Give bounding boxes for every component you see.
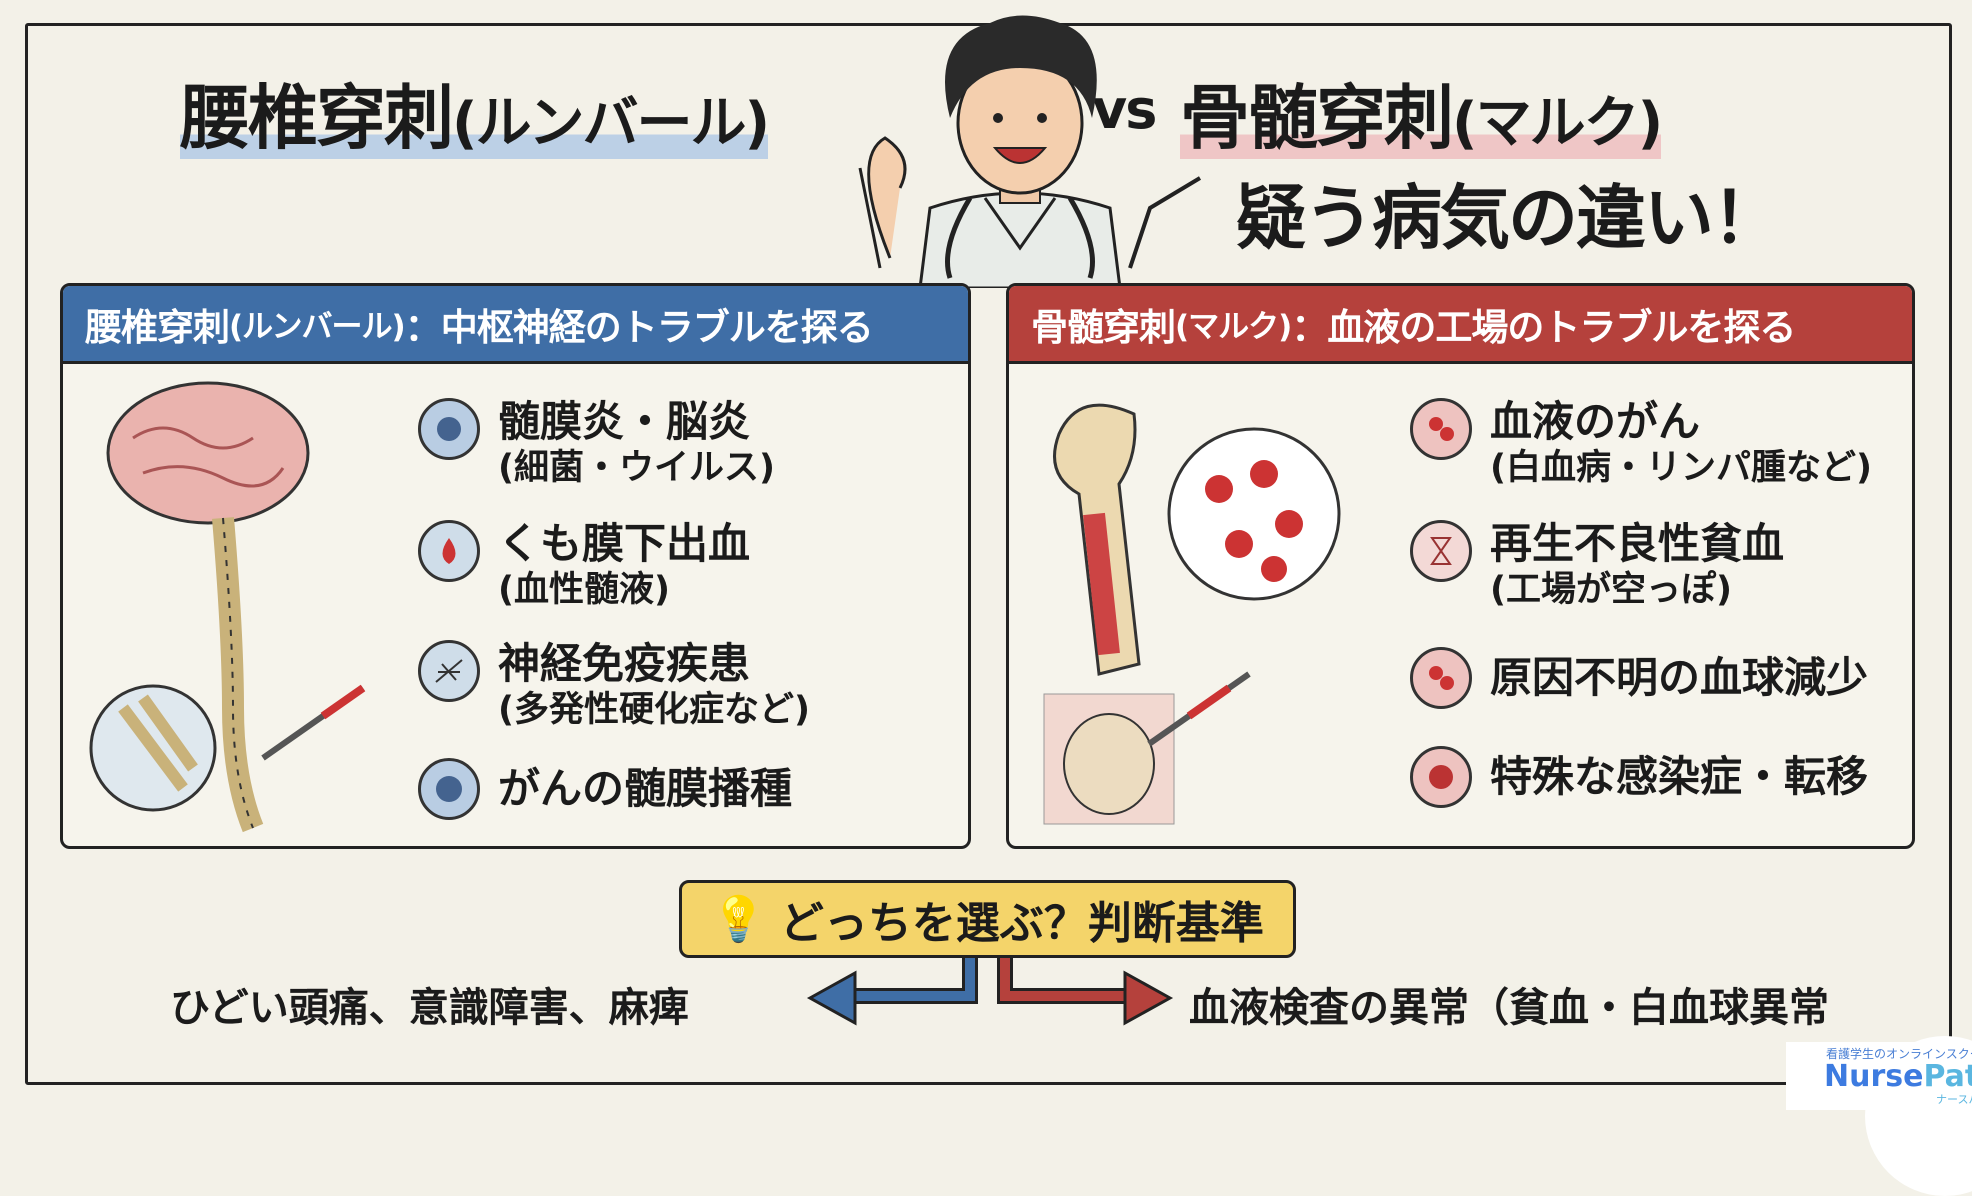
- marrow-criteria-text: 血液検査の異常（貧血・白血球異常: [1189, 985, 1829, 1031]
- lumbar-criteria-text: ひどい頭痛、意識障害、麻痺: [170, 985, 689, 1031]
- lumbar-header-rest: ：中枢神経のトラブルを探る: [404, 305, 874, 349]
- marrow-header-paren: (マルク): [1175, 309, 1292, 345]
- lumbar-header-main: 腰椎穿刺: [85, 305, 230, 349]
- cancer-cell-icon: [418, 758, 480, 820]
- title-vs: vs: [1092, 78, 1157, 141]
- marrow-header-rest: ：血液の工場のトラブルを探る: [1291, 305, 1796, 349]
- title-subtitle: 疑う病気の違い！: [1236, 177, 1782, 259]
- item-main: 神経免疫疾患: [498, 639, 751, 688]
- item-sub: (血性髄液): [498, 570, 670, 610]
- direction-arrows: [806, 958, 1174, 1026]
- blood-cells-icon: [1410, 398, 1472, 460]
- bone-marrow-illustration: [1043, 403, 1341, 825]
- logo-name-b: Path: [1923, 1059, 1972, 1094]
- title-lumbar-text: 腰椎穿刺: [180, 77, 454, 159]
- brain-spine-illustration: [89, 381, 366, 833]
- item-main: 特殊な感染症・転移: [1490, 752, 1869, 801]
- right-arrow-icon: [1123, 970, 1174, 1026]
- marrow-header-main: 骨髄穿刺: [1031, 305, 1176, 349]
- nursepath-logo: 看護学生のオンラインスクール NursePath ナースパス: [1786, 1042, 1972, 1110]
- title-lumbar: 腰椎穿刺(ルンバール): [180, 62, 770, 163]
- blood-cells-icon: [1410, 647, 1472, 709]
- item-sub: (白血病・リンパ腫など): [1490, 448, 1872, 488]
- logo-kana: ナースパス: [1936, 1093, 1972, 1106]
- item-sub: (工場が空っぽ): [1490, 570, 1732, 610]
- criteria-label: どっちを選ぶ？判断基準: [779, 898, 1264, 949]
- title-marrow-text: 骨髄穿刺: [1180, 77, 1454, 159]
- logo-name-a: Nurse: [1824, 1059, 1924, 1094]
- marrow-item-blood-cancer: 血液のがん(白血病・リンパ腫など): [1410, 398, 1872, 490]
- title-marrow-paren: (マルク): [1452, 91, 1663, 156]
- item-sub: (多発性硬化症など): [498, 690, 810, 730]
- lumbar-item-dissemination: がんの髄膜播種: [418, 758, 792, 820]
- criteria-label-box: 💡 どっちを選ぶ？判断基準: [679, 880, 1296, 958]
- left-arrow-icon: [806, 970, 857, 1026]
- nerve-icon: [418, 640, 480, 702]
- lumbar-item-neuroimmune: 神経免疫疾患(多発性硬化症など): [418, 640, 810, 732]
- item-main: 再生不良性貧血: [1490, 519, 1785, 568]
- item-main: 血液のがん: [1490, 397, 1701, 446]
- title-lumbar-paren: (ルンバール): [452, 91, 770, 156]
- logo-tagline: 看護学生のオンラインスクール: [1826, 1047, 1972, 1061]
- item-main: 原因不明の血球減少: [1490, 653, 1869, 702]
- marrow-item-aplastic: 再生不良性貧血(工場が空っぽ): [1410, 520, 1784, 612]
- lumbar-header-paren: (ルンバール): [229, 309, 406, 345]
- doctor-illustration: [858, 15, 1202, 288]
- marrow-item-cytopenia: 原因不明の血球減少: [1410, 647, 1868, 709]
- item-main: くも膜下出血: [498, 519, 751, 568]
- lumbar-item-meningitis: 髄膜炎・脳炎(細菌・ウイルス): [418, 398, 775, 490]
- title-marrow: 骨髄穿刺(マルク): [1180, 62, 1663, 163]
- lumbar-panel-header: 腰椎穿刺 (ルンバール) ：中枢神経のトラブルを探る: [63, 286, 968, 364]
- item-sub: (細菌・ウイルス): [498, 448, 775, 488]
- marrow-item-infection: 特殊な感染症・転移: [1410, 746, 1868, 808]
- lightbulb-icon: 💡: [711, 894, 766, 945]
- lumbar-item-sah: くも膜下出血(血性髄液): [418, 520, 750, 612]
- item-main: がんの髄膜播種: [498, 764, 793, 813]
- blood-drop-icon: [418, 520, 480, 582]
- bacteria-icon: [418, 398, 480, 460]
- hourglass-icon: [1410, 520, 1472, 582]
- marrow-panel-header: 骨髄穿刺 (マルク) ：血液の工場のトラブルを探る: [1009, 286, 1912, 364]
- virus-icon: [1410, 746, 1472, 808]
- lumbar-panel: 腰椎穿刺 (ルンバール) ：中枢神経のトラブルを探る: [60, 283, 971, 849]
- item-main: 髄膜炎・脳炎: [498, 397, 751, 446]
